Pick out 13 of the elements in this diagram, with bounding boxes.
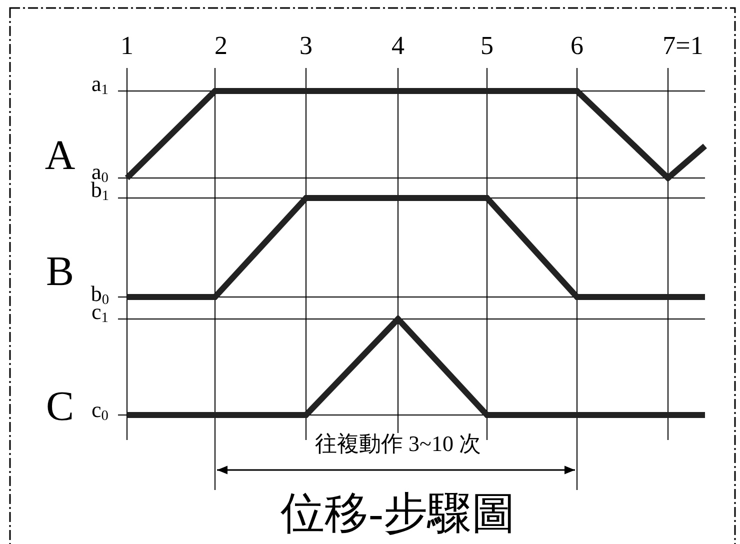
step-number: 5 <box>480 33 494 59</box>
step-number: 7=1 <box>662 33 704 59</box>
component-label: B <box>46 251 74 293</box>
step-number: 2 <box>214 33 228 59</box>
level-label: a$_{1}$ <box>92 73 108 95</box>
step-number: 4 <box>392 33 404 59</box>
title: 位移-步驟圖 <box>280 492 516 536</box>
component-label: C <box>46 386 74 428</box>
component-label: A <box>44 135 76 177</box>
step-number: 1 <box>120 33 134 59</box>
step-number: 3 <box>300 33 312 59</box>
level-label: c$_{0}$ <box>92 399 108 421</box>
step-number: 6 <box>570 33 584 59</box>
